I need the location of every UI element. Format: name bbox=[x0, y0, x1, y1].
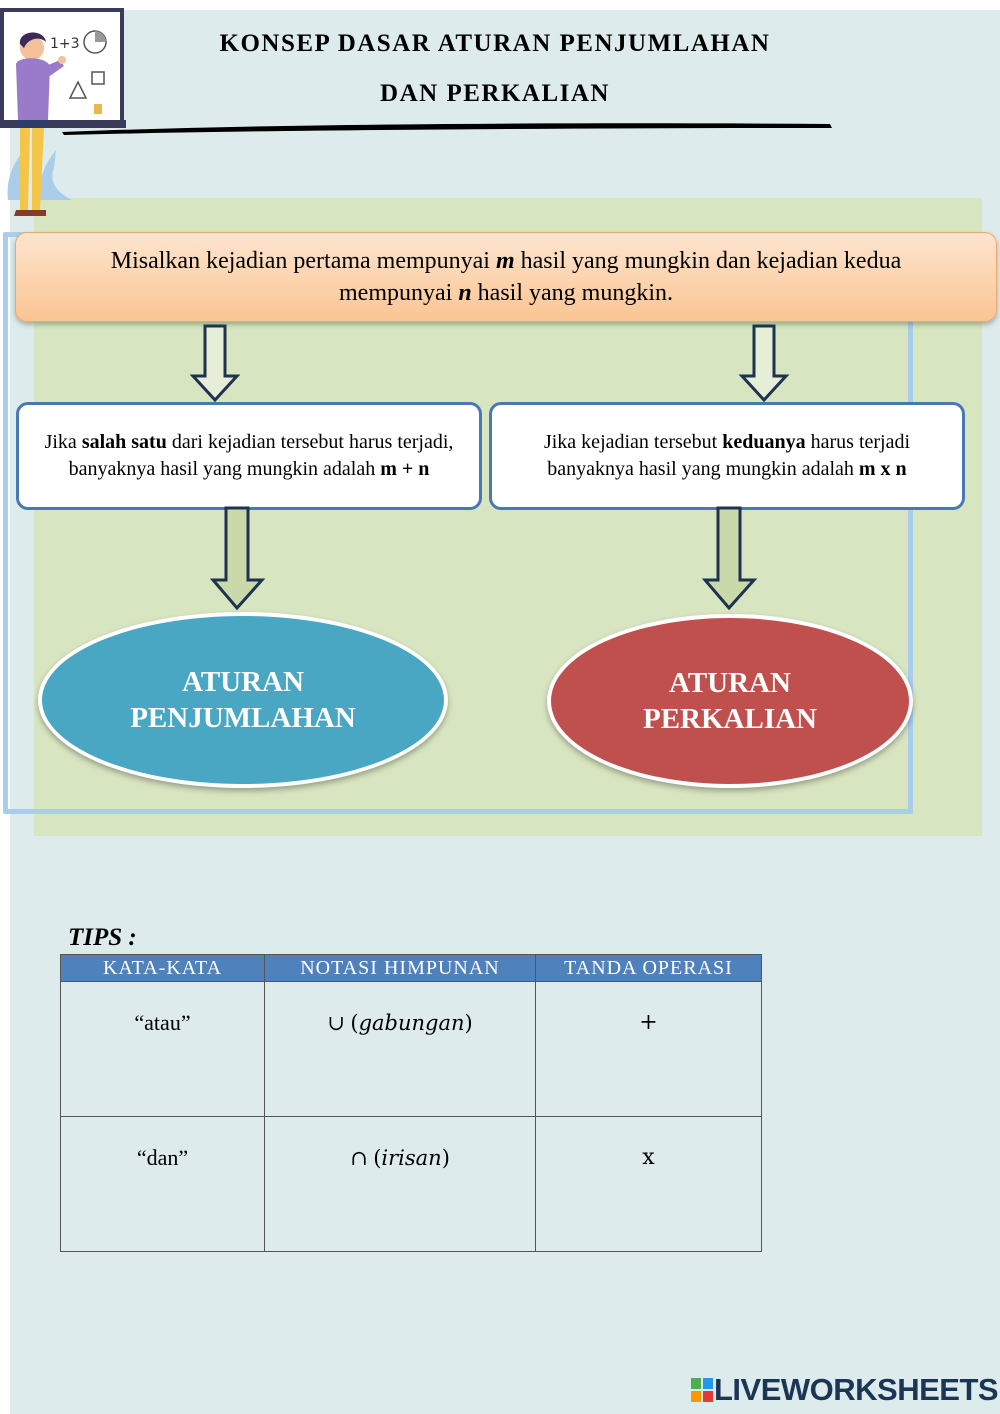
rule-sum-formula: m + n bbox=[380, 458, 429, 480]
svg-text:1+3: 1+3 bbox=[50, 36, 80, 52]
intro-text-part3: hasil yang mungkin. bbox=[472, 280, 673, 306]
liveworksheets-logo: LIVEWORKSHEETS bbox=[690, 1372, 998, 1408]
tips-label: TIPS : bbox=[68, 924, 137, 952]
rule-sum-text: Jika salah satu dari kejadian tersebut h… bbox=[39, 429, 459, 483]
table-cell-kata: “dan” bbox=[61, 1117, 265, 1252]
ellipse-right-line1: ATURAN bbox=[643, 665, 817, 701]
table-cell-notasi: ∪ (gabungan) bbox=[265, 982, 536, 1117]
ellipse-left-line2: PENJUMLAHAN bbox=[130, 700, 356, 736]
intersection-symbol: ∩ bbox=[350, 1146, 368, 1170]
teacher-illustration-icon: 1+3 bbox=[0, 0, 130, 225]
table-cell-tanda: + bbox=[536, 982, 762, 1117]
rule-sum-bold: salah satu bbox=[82, 431, 167, 453]
intro-box: Misalkan kejadian pertama mempunyai m ha… bbox=[15, 232, 997, 322]
rule-box-sum: Jika salah satu dari kejadian tersebut h… bbox=[16, 402, 482, 510]
liveworksheets-logo-icon bbox=[690, 1377, 714, 1403]
table-cell-tanda: x bbox=[536, 1117, 762, 1252]
rule-sum-part1: Jika bbox=[45, 431, 82, 453]
tips-table: KATA-KATA NOTASI HIMPUNAN TANDA OPERASI … bbox=[60, 954, 762, 1252]
ellipse-aturan-penjumlahan: ATURAN PENJUMLAHAN bbox=[38, 612, 448, 788]
intro-text: Misalkan kejadian pertama mempunyai m ha… bbox=[56, 245, 956, 309]
variable-n: n bbox=[458, 280, 471, 306]
down-arrow-icon bbox=[702, 506, 758, 610]
notasi-text: gabungan bbox=[359, 1011, 465, 1035]
down-arrow-icon bbox=[739, 324, 789, 402]
rule-product-part1: Jika kejadian tersebut bbox=[544, 431, 722, 453]
ellipse-aturan-perkalian: ATURAN PERKALIAN bbox=[547, 614, 913, 788]
table-row: “dan” ∩ (irisan) x bbox=[61, 1117, 762, 1252]
union-symbol: ∪ bbox=[327, 1011, 345, 1035]
down-arrow-icon bbox=[190, 324, 240, 402]
rule-product-formula: m x n bbox=[859, 458, 907, 480]
table-header-row: KATA-KATA NOTASI HIMPUNAN TANDA OPERASI bbox=[61, 955, 762, 982]
page-title-line1: KONSEP DASAR ATURAN PENJUMLAHAN bbox=[130, 30, 860, 58]
rule-box-product: Jika kejadian tersebut keduanya harus te… bbox=[489, 402, 965, 510]
brand-name: LIVEWORKSHEETS bbox=[714, 1372, 998, 1408]
table-header-cell: TANDA OPERASI bbox=[536, 955, 762, 982]
ellipse-right-line2: PERKALIAN bbox=[643, 701, 817, 737]
ellipse-left-line1: ATURAN bbox=[130, 664, 356, 700]
page-title-line2: DAN PERKALIAN bbox=[130, 80, 860, 108]
table-header-cell: KATA-KATA bbox=[61, 955, 265, 982]
down-arrow-icon bbox=[210, 506, 266, 610]
rule-product-text: Jika kejadian tersebut keduanya harus te… bbox=[517, 429, 937, 483]
notasi-text: irisan bbox=[381, 1146, 441, 1170]
table-cell-notasi: ∩ (irisan) bbox=[265, 1117, 536, 1252]
table-cell-kata: “atau” bbox=[61, 982, 265, 1117]
title-underline bbox=[60, 118, 835, 138]
table-header-cell: NOTASI HIMPUNAN bbox=[265, 955, 536, 982]
rule-product-bold: keduanya bbox=[722, 431, 805, 453]
variable-m: m bbox=[496, 248, 515, 274]
intro-text-part1: Misalkan kejadian pertama mempunyai bbox=[111, 248, 496, 274]
table-row: “atau” ∪ (gabungan) + bbox=[61, 982, 762, 1117]
